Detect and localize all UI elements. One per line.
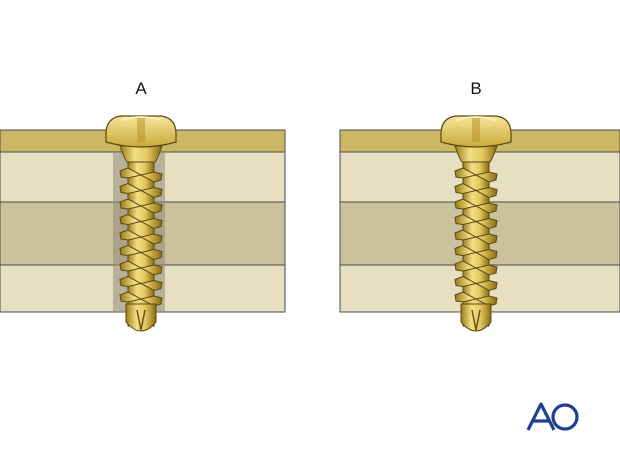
panel-b: B: [339, 79, 620, 332]
panel-label-b: B: [470, 79, 481, 98]
panel-a: A: [0, 79, 286, 332]
panel-label-a: A: [135, 79, 147, 98]
ao-logo-icon: AO: [526, 402, 579, 441]
logo-text: AO: [553, 438, 555, 441]
